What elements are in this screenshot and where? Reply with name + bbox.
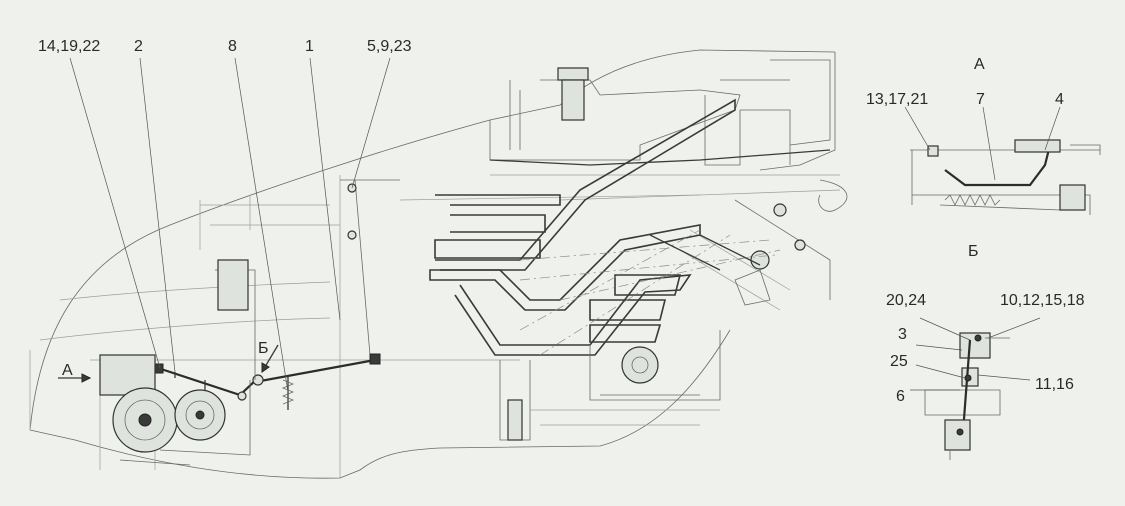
detail-b-callout-25: 25 — [890, 353, 908, 370]
callout-8: 8 — [228, 38, 237, 55]
cable-routing — [340, 179, 781, 356]
pulley-part — [621, 346, 659, 384]
pump-assembly — [99, 259, 256, 466]
control-linkage — [153, 353, 381, 410]
detail-a-callout-7: 7 — [976, 91, 985, 108]
pivot-mid — [347, 230, 357, 240]
cap-part — [557, 67, 589, 81]
cab-frame — [399, 59, 848, 311]
main-callouts: 14,19,22 2 8 1 5,9,23 А Б — [38, 38, 412, 379]
callout-14-19-22: 14,19,22 — [38, 38, 100, 55]
support-leg — [507, 399, 523, 441]
side-decal — [429, 98, 736, 356]
engine-bay — [499, 203, 806, 441]
bolt-part-2 — [794, 239, 806, 251]
callout-1: 1 — [305, 38, 314, 55]
view-marker-a: А — [62, 362, 73, 379]
detail-a-callout-4: 4 — [1055, 91, 1064, 108]
callout-2: 2 — [134, 38, 143, 55]
rod-end — [369, 353, 381, 365]
lever-joint — [237, 391, 247, 401]
detail-b-callout-6: 6 — [896, 388, 905, 405]
spring-anchor — [750, 250, 770, 270]
detail-b-callout-3: 3 — [898, 326, 907, 343]
detail-a-bolt — [927, 145, 939, 157]
detail-a-spring — [944, 194, 1001, 206]
callout-5-9-23: 5,9,23 — [367, 38, 412, 55]
view-marker-b: Б — [258, 340, 269, 357]
detail-b-callout-10-12-15-18: 10,12,15,18 — [1000, 292, 1085, 309]
detail-b-title: Б — [968, 243, 979, 260]
detail-view-b: Б 20,24 10,12,15,18 3 25 11,16 6 — [886, 243, 1085, 460]
detail-a-title: А — [974, 56, 985, 73]
cylinder-part — [561, 79, 585, 121]
detail-b-callout-11-16: 11,16 — [1035, 376, 1074, 393]
main-leaders — [69, 57, 391, 393]
bolt-part — [773, 203, 787, 217]
detail-a-cylinder — [1014, 139, 1061, 153]
detail-a-callout-13-17-21: 13,17,21 — [866, 91, 928, 108]
detail-b-lower-block — [944, 419, 971, 451]
detail-view-a: А 13,17,21 7 4 — [866, 56, 1101, 215]
view-arrows — [58, 344, 279, 383]
lever-pivot — [252, 374, 264, 386]
engine-block — [217, 259, 249, 311]
detail-a-bracket — [1059, 184, 1086, 211]
detail-b-callout-20-24: 20,24 — [886, 292, 926, 309]
